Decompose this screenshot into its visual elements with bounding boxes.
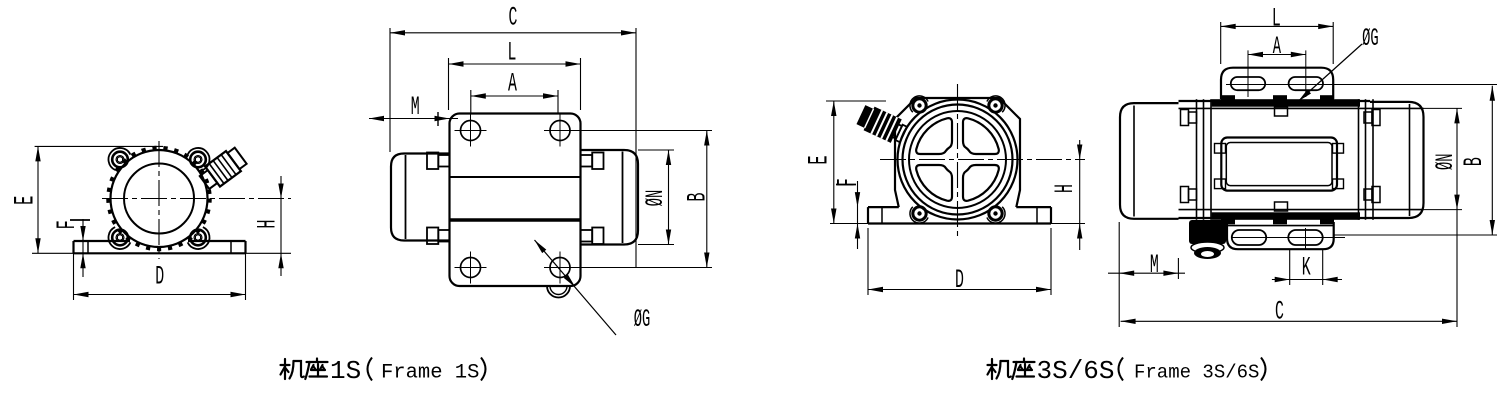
svg-text:ØN: ØN [1432,153,1461,169]
svg-text:F: F [52,220,83,229]
svg-text:B: B [682,193,713,202]
svg-text:F: F [834,178,863,186]
svg-text:1S: 1S [330,356,361,386]
svg-text:B: B [1459,157,1490,166]
svg-text:A: A [1273,33,1282,62]
svg-text:E: E [803,155,835,164]
svg-text:ØN: ØN [642,190,671,206]
svg-text:H: H [252,220,283,229]
svg-text:3S/6S: 3S/6S [1037,356,1115,386]
svg-text:C: C [1275,296,1284,327]
svg-text:A: A [508,68,518,99]
svg-text:L: L [508,37,517,68]
svg-text:H: H [1050,184,1081,193]
svg-text:ØG: ØG [634,306,650,335]
svg-text:Frame 3S/6S: Frame 3S/6S [1134,362,1259,384]
svg-text:Frame 1S: Frame 1S [381,362,479,385]
svg-text:E: E [9,196,41,205]
svg-text:K: K [1302,252,1312,283]
svg-text:M: M [411,92,420,123]
svg-text:C: C [509,2,518,33]
svg-text:L: L [1272,3,1281,34]
svg-text:D: D [155,261,164,292]
svg-text:D: D [955,265,964,296]
svg-text:M: M [1150,250,1159,281]
svg-text:ØG: ØG [1362,25,1378,54]
